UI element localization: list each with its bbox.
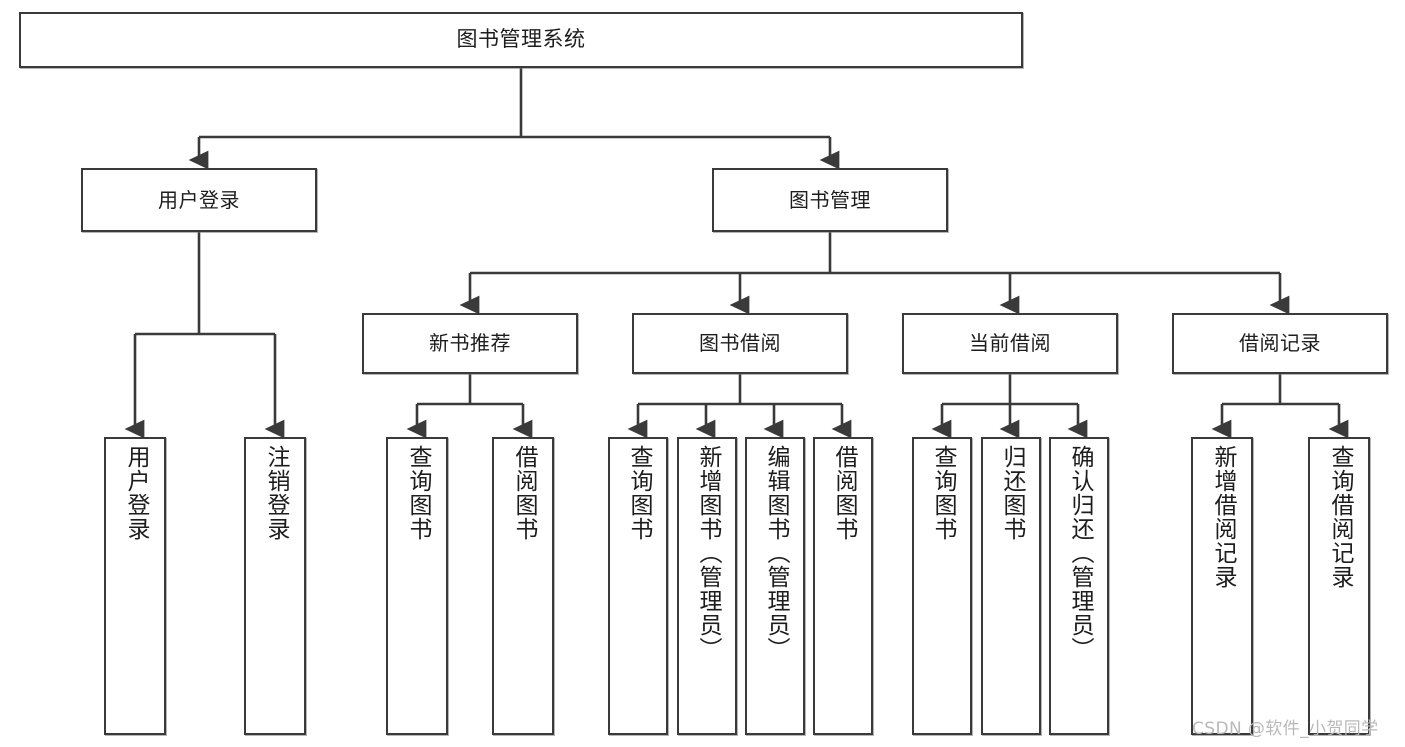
node-leaf-user-login[interactable]: 用户登录 — [104, 437, 166, 735]
node-label-leaf-add-book: 新增图书（管理员） — [694, 445, 721, 661]
node-label-book-borrow: 图书借阅 — [699, 331, 781, 356]
node-leaf-borrow-book-2[interactable]: 借阅图书 — [813, 437, 873, 735]
node-leaf-query-book-2[interactable]: 查询图书 — [608, 437, 668, 735]
node-label-leaf-borrow-book-2: 借阅图书 — [830, 445, 857, 541]
node-label-leaf-add-record: 新增借阅记录 — [1209, 445, 1236, 589]
node-leaf-edit-book[interactable]: 编辑图书（管理员） — [745, 437, 805, 735]
node-user-login[interactable]: 用户登录 — [81, 168, 317, 232]
node-leaf-borrow-book-1[interactable]: 借阅图书 — [492, 437, 554, 735]
node-new-book-recommend[interactable]: 新书推荐 — [362, 313, 578, 374]
node-label-leaf-user-login: 用户登录 — [122, 445, 149, 541]
node-leaf-return-book[interactable]: 归还图书 — [981, 437, 1041, 735]
node-leaf-logout-login[interactable]: 注销登录 — [244, 437, 306, 735]
node-label-current-borrow: 当前借阅 — [969, 331, 1051, 356]
node-leaf-add-book[interactable]: 新增图书（管理员） — [677, 437, 737, 735]
node-leaf-query-record[interactable]: 查询借阅记录 — [1308, 437, 1370, 735]
node-label-leaf-logout-login: 注销登录 — [262, 445, 289, 541]
node-label-leaf-query-record: 查询借阅记录 — [1326, 445, 1353, 589]
node-current-borrow[interactable]: 当前借阅 — [902, 313, 1118, 374]
node-borrow-record[interactable]: 借阅记录 — [1172, 313, 1388, 374]
node-label-book-management: 图书管理 — [789, 187, 871, 212]
node-label-leaf-query-book-2: 查询图书 — [625, 445, 652, 541]
node-label-leaf-query-book-1: 查询图书 — [404, 445, 431, 541]
node-label-user-login: 用户登录 — [158, 187, 240, 212]
node-label-borrow-record: 借阅记录 — [1239, 331, 1321, 356]
node-label-leaf-edit-book: 编辑图书（管理员） — [762, 445, 789, 661]
node-label-leaf-query-book-3: 查询图书 — [929, 445, 956, 541]
node-book-borrow[interactable]: 图书借阅 — [632, 313, 848, 374]
node-leaf-confirm-return[interactable]: 确认归还（管理员） — [1049, 437, 1109, 735]
node-label-leaf-return-book: 归还图书 — [998, 445, 1025, 541]
node-leaf-add-record[interactable]: 新增借阅记录 — [1191, 437, 1253, 735]
node-label-root: 图书管理系统 — [456, 27, 586, 52]
node-book-management[interactable]: 图书管理 — [712, 168, 948, 232]
csdn-watermark: CSDN @软件_小贺同学 — [1192, 719, 1379, 739]
node-label-new-book-recommend: 新书推荐 — [429, 331, 511, 356]
node-leaf-query-book-3[interactable]: 查询图书 — [912, 437, 972, 735]
node-root-book-management-system[interactable]: 图书管理系统 — [19, 12, 1023, 68]
node-label-leaf-confirm-return: 确认归还（管理员） — [1066, 445, 1093, 661]
node-leaf-query-book-1[interactable]: 查询图书 — [386, 437, 448, 735]
node-label-leaf-borrow-book-1: 借阅图书 — [510, 445, 537, 541]
